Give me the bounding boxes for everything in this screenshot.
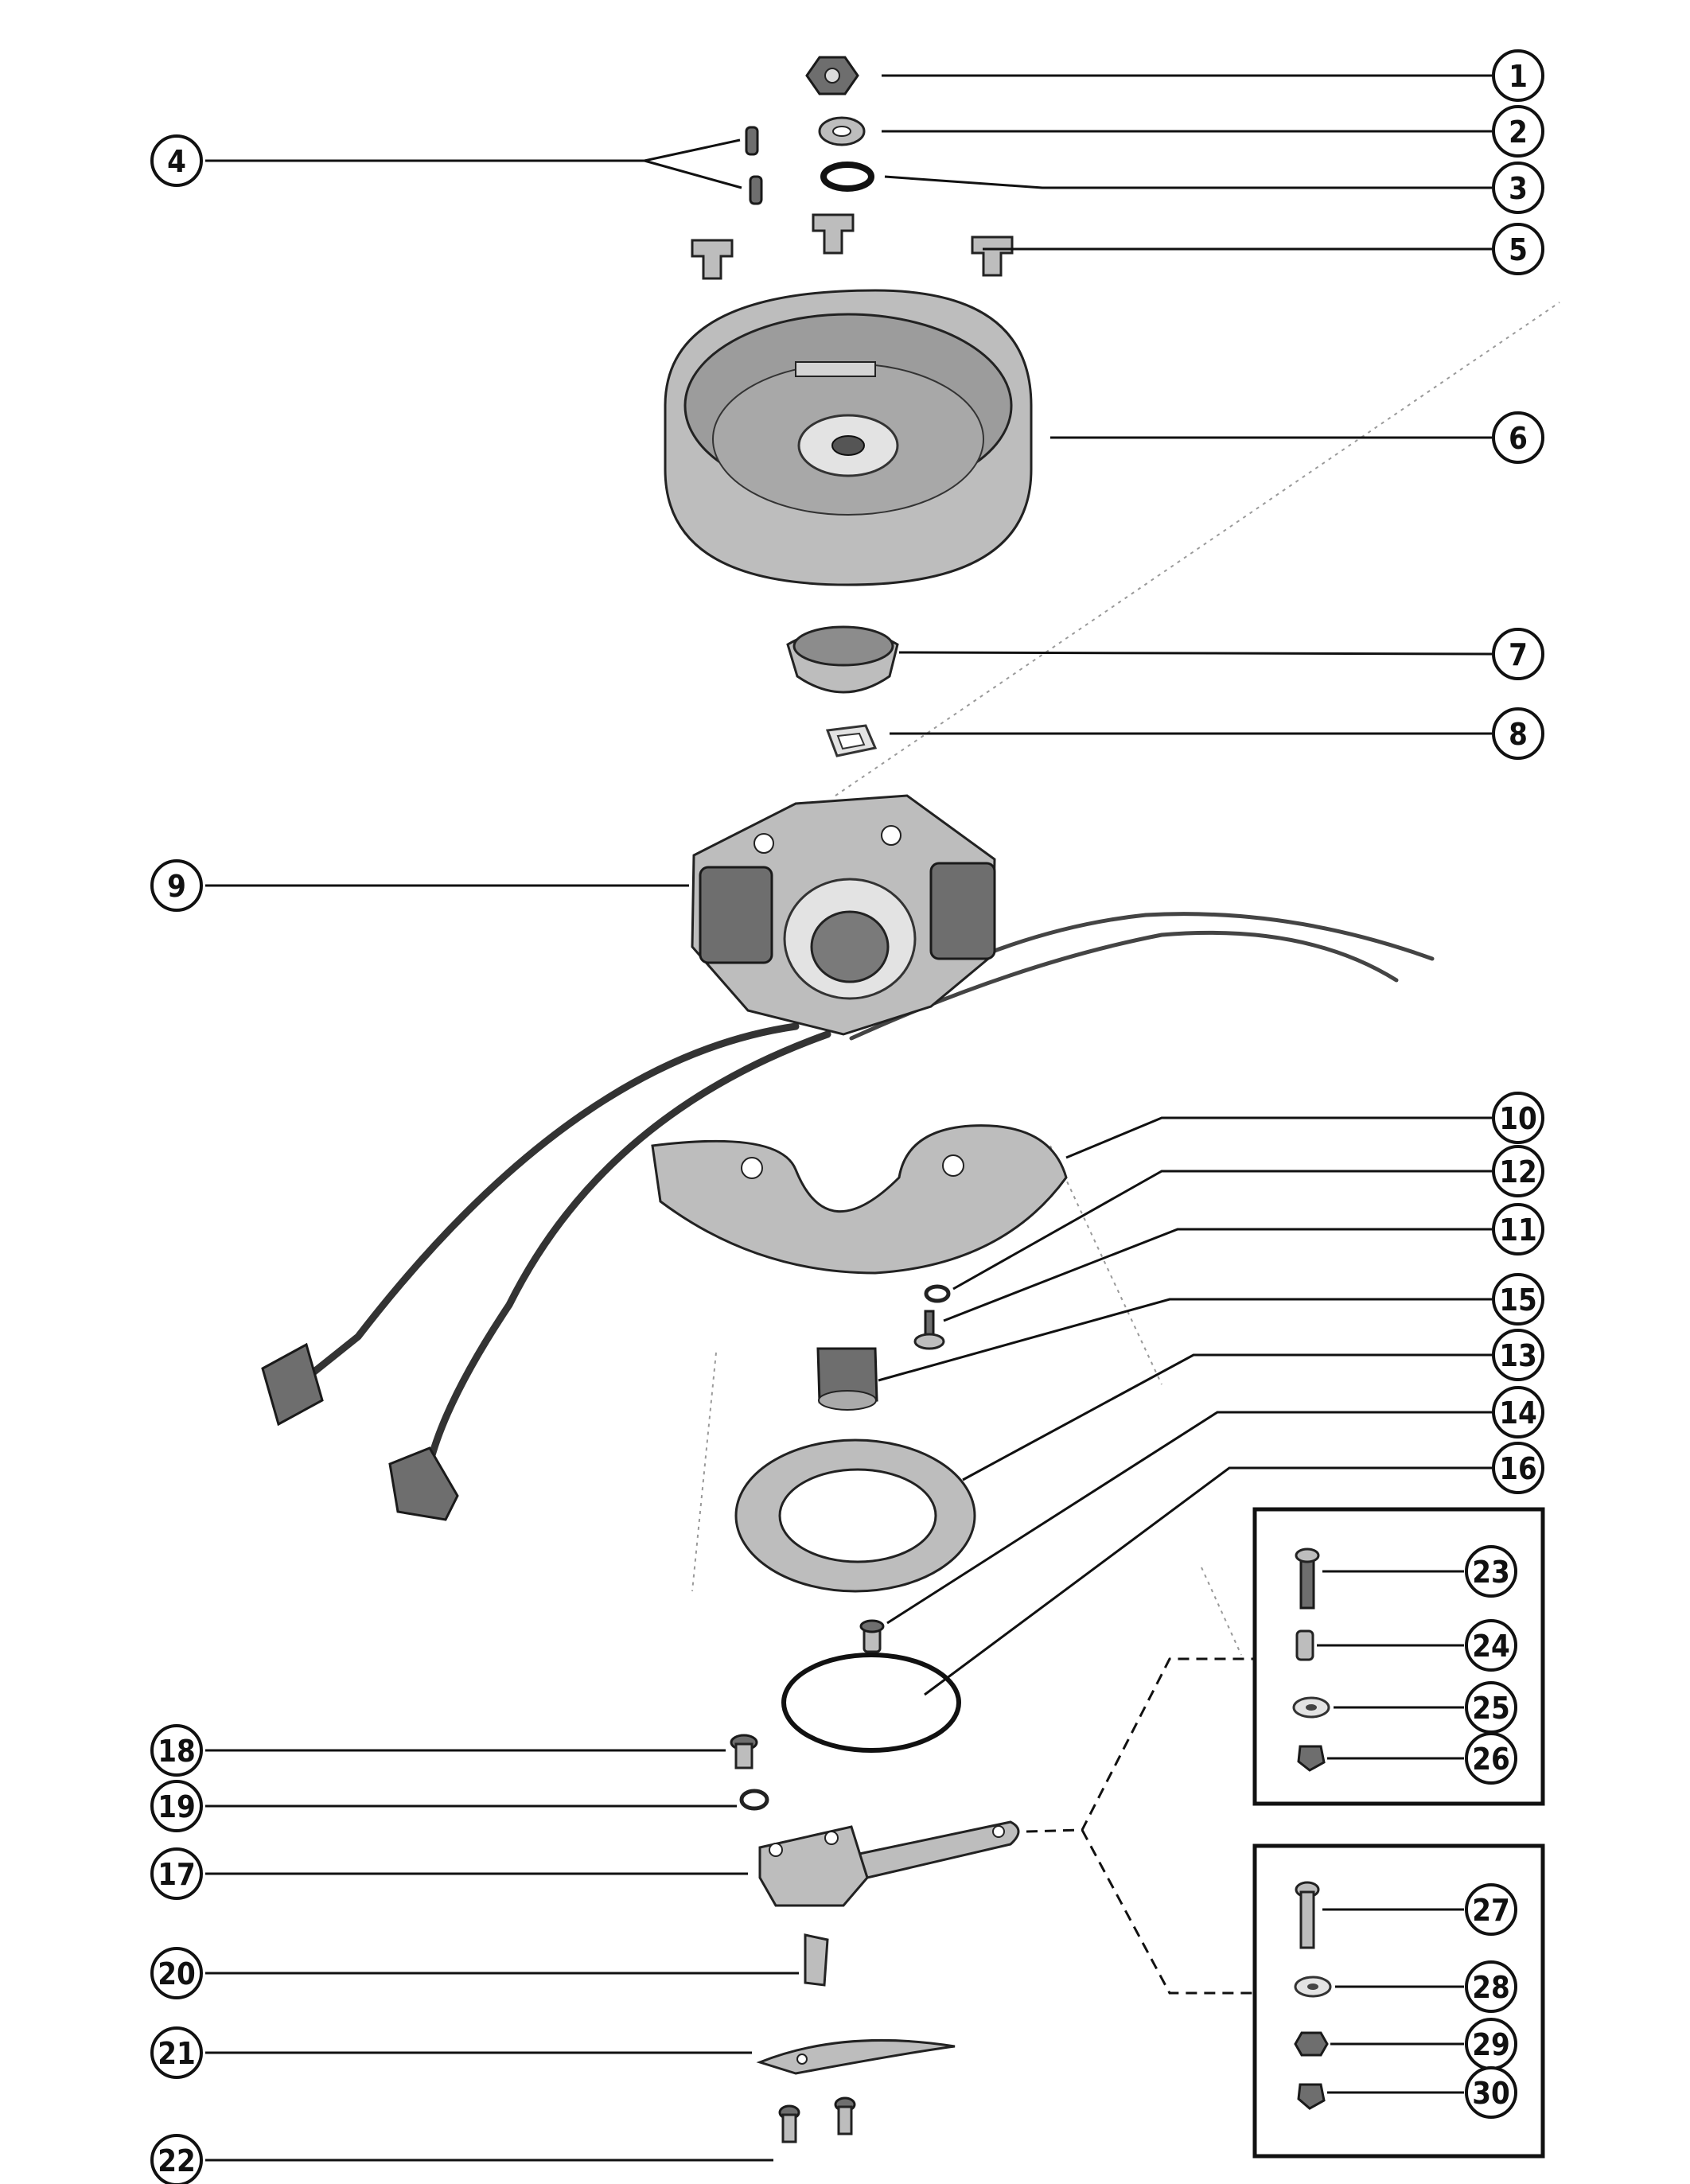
- callout-27: 27: [1465, 1883, 1517, 1936]
- svg-text:6: 6: [1509, 421, 1528, 456]
- hardware-box-b: [1252, 1843, 1545, 2159]
- callout-16: 16: [1492, 1442, 1544, 1494]
- screw-icon: [778, 2096, 856, 2143]
- svg-text:5: 5: [1509, 232, 1528, 267]
- svg-text:3: 3: [1509, 171, 1528, 206]
- washer-icon: [818, 116, 866, 146]
- callout-6: 6: [1492, 411, 1544, 464]
- washer-icon: [739, 1789, 769, 1811]
- callout-15: 15: [1492, 1273, 1544, 1326]
- hex-nut-icon: [805, 56, 859, 95]
- svg-text:11: 11: [1499, 1213, 1537, 1248]
- snap-ring-icon: [820, 162, 874, 192]
- svg-text:18: 18: [158, 1734, 196, 1769]
- flywheel-icon: [664, 289, 1033, 586]
- callout-11: 11: [1492, 1203, 1544, 1256]
- screw-icon: [859, 1619, 885, 1653]
- svg-text:15: 15: [1499, 1283, 1537, 1318]
- svg-text:10: 10: [1499, 1101, 1537, 1136]
- throttle-link-icon: [758, 1820, 1020, 1907]
- svg-text:9: 9: [167, 869, 186, 904]
- callout-12: 12: [1492, 1145, 1544, 1197]
- svg-text:8: 8: [1509, 717, 1528, 752]
- callout-8: 8: [1492, 707, 1544, 760]
- spring-plate-icon: [756, 2039, 956, 2075]
- svg-text:23: 23: [1472, 1555, 1510, 1590]
- construction-lines: [691, 302, 1560, 1656]
- hardware-box-a: [1252, 1507, 1545, 1806]
- svg-text:12: 12: [1499, 1154, 1537, 1189]
- svg-text:30: 30: [1472, 2076, 1510, 2111]
- svg-text:29: 29: [1472, 2027, 1510, 2062]
- clip-icon: [804, 1933, 829, 1987]
- callout-22: 22: [150, 2134, 203, 2184]
- washer-icon: [924, 1284, 951, 1303]
- callout-14: 14: [1492, 1386, 1544, 1438]
- callout-26: 26: [1465, 1732, 1517, 1785]
- svg-text:1: 1: [1509, 59, 1528, 94]
- pin-icon: [745, 126, 763, 205]
- callout-4: 4: [150, 134, 203, 187]
- svg-text:27: 27: [1472, 1893, 1510, 1928]
- callout-25: 25: [1465, 1681, 1517, 1734]
- shield-plate-icon: [651, 1124, 1068, 1275]
- callout-3: 3: [1492, 162, 1544, 214]
- svg-text:21: 21: [158, 2036, 196, 2071]
- svg-text:13: 13: [1499, 1338, 1537, 1373]
- svg-text:24: 24: [1472, 1629, 1510, 1664]
- o-ring-icon: [781, 1653, 961, 1753]
- bushing-icon: [816, 1347, 878, 1411]
- callout-20: 20: [150, 1947, 203, 1999]
- callout-2: 2: [1492, 105, 1544, 158]
- svg-text:14: 14: [1499, 1396, 1537, 1431]
- svg-text:17: 17: [158, 1857, 196, 1892]
- svg-text:26: 26: [1472, 1742, 1510, 1777]
- svg-text:25: 25: [1472, 1691, 1510, 1726]
- callout-30: 30: [1465, 2066, 1517, 2119]
- key-icon: [825, 724, 878, 757]
- screw-icon: [730, 1734, 758, 1769]
- callout-5: 5: [1492, 223, 1544, 275]
- stator-icon: [261, 794, 1435, 1521]
- cup-icon: [786, 625, 899, 694]
- callout-28: 28: [1465, 1960, 1517, 2013]
- callout-18: 18: [150, 1724, 203, 1777]
- svg-text:7: 7: [1509, 637, 1528, 672]
- svg-text:28: 28: [1472, 1970, 1510, 2005]
- callout-13: 13: [1492, 1329, 1544, 1381]
- callout-17: 17: [150, 1847, 203, 1900]
- callout-21: 21: [150, 2026, 203, 2079]
- callout-10: 10: [1492, 1092, 1544, 1144]
- svg-text:20: 20: [158, 1956, 196, 1991]
- screw-icon: [913, 1310, 945, 1350]
- callout-1: 1: [1492, 49, 1544, 102]
- callout-24: 24: [1465, 1619, 1517, 1672]
- callout-7: 7: [1492, 628, 1544, 680]
- callout-29: 29: [1465, 2018, 1517, 2070]
- leader-lines: [205, 74, 1493, 2162]
- svg-text:22: 22: [158, 2143, 196, 2178]
- svg-text:19: 19: [158, 1789, 196, 1824]
- callout-9: 9: [150, 859, 203, 912]
- callout-19: 19: [150, 1780, 203, 1832]
- plug-icon: [691, 213, 1014, 280]
- retainer-plate-icon: [734, 1438, 976, 1593]
- svg-text:2: 2: [1509, 115, 1528, 150]
- svg-text:4: 4: [167, 144, 186, 179]
- callout-23: 23: [1465, 1545, 1517, 1598]
- svg-text:16: 16: [1499, 1451, 1537, 1486]
